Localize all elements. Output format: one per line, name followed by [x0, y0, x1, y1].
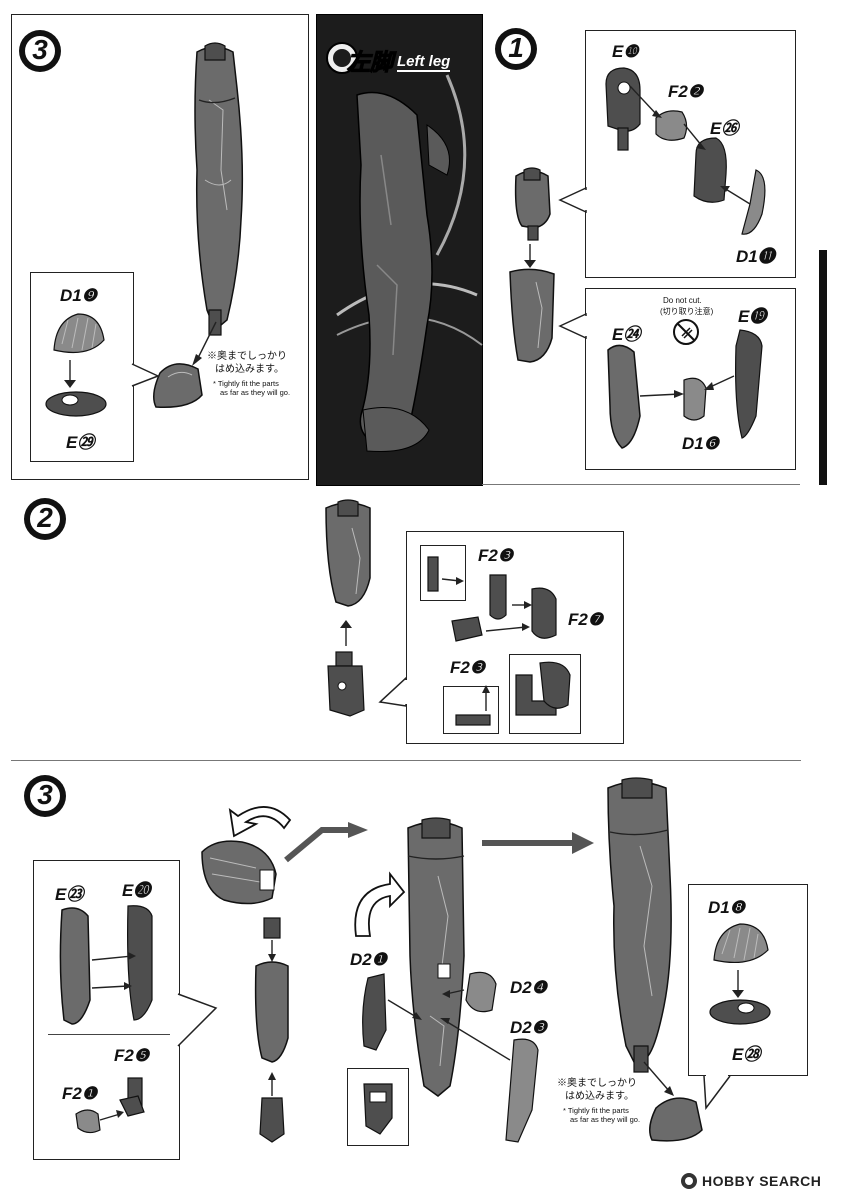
- fit-note-en-2: as far as they will go.: [570, 1115, 641, 1124]
- banner-title-box: 左脚 Left leg: [325, 39, 475, 79]
- callout-pointer: [176, 993, 218, 1047]
- step3-right-callout: [688, 884, 808, 1076]
- thigh-piece: [514, 167, 551, 241]
- step1-b-parts: [607, 329, 763, 449]
- part-code-d2-3: D2❸: [510, 1018, 547, 1037]
- banner-title-jp: 左脚: [347, 49, 394, 76]
- part-code-f2-3a: F2❸: [478, 546, 514, 565]
- shin-piece: [509, 268, 555, 363]
- part-code-e-19: E⓳: [738, 307, 767, 326]
- sole-part: [709, 999, 771, 1025]
- warn-en: Do not cut.: [663, 296, 702, 305]
- toe-cover-part: [53, 313, 105, 353]
- part-code-d2-1: D2❶: [350, 950, 387, 969]
- process-arrow-2: [482, 832, 594, 854]
- step1-a-parts: [605, 67, 766, 235]
- part-code-d1-6: D1❻: [682, 434, 719, 453]
- step3-thigh-assembly: [254, 917, 289, 1143]
- part-code-f2-5: F2❺: [114, 1046, 150, 1065]
- part-code-e-20: E⓴: [122, 881, 151, 900]
- step-number: 3: [32, 34, 48, 65]
- banner-circle-icon: [326, 42, 358, 74]
- step2-parts: [427, 556, 571, 726]
- part-code-e-29: E㉙: [66, 433, 95, 452]
- step3-hip-piece: [201, 840, 277, 905]
- down-arrow: [64, 360, 76, 388]
- step3-left-parts: [59, 905, 153, 1134]
- part-code-f2-1: F2❶: [62, 1084, 98, 1103]
- callout-pointer: [378, 676, 409, 707]
- fit-note-en-1: * Tightly fit the parts: [213, 379, 279, 388]
- step-badge-3: 3: [22, 773, 68, 824]
- step-badge-top-left: 3: [17, 28, 63, 79]
- foot-part: [153, 363, 203, 408]
- fit-note-jp-2: はめ込みます。: [215, 364, 284, 375]
- down-arrow: [524, 244, 536, 268]
- fit-note-en-2: as far as they will go.: [220, 388, 291, 397]
- detail-box-part: [363, 1083, 393, 1135]
- no-cut-icon: [673, 319, 699, 345]
- step3-left-divider: [48, 1034, 170, 1035]
- fit-note-jp-2: はめ込みます。: [565, 1091, 634, 1102]
- step2-knee-joint: [327, 651, 365, 717]
- part-code-d1-9: D1❾: [60, 286, 97, 305]
- insert-arrow: [643, 1061, 674, 1096]
- curve-arrow-2: [354, 871, 406, 937]
- left-leg-banner: 左脚 Left leg: [316, 14, 483, 486]
- fit-note-en-1: * Tightly fit the parts: [563, 1106, 629, 1115]
- step2-thigh: [325, 499, 371, 607]
- step-number: 3: [37, 779, 53, 810]
- step3-foot-part: [649, 1097, 703, 1142]
- part-code-d2-4: D2❹: [510, 978, 547, 997]
- part-code-e-23: E㉓: [55, 885, 84, 904]
- part-code-f2-3b: F2❸: [450, 658, 486, 677]
- part-code-e-26: E㉖: [710, 119, 739, 138]
- divider-middle: [11, 760, 801, 761]
- insert-arrow: [192, 321, 217, 366]
- banner-title-en: Left leg: [397, 53, 451, 72]
- divider-top: [482, 484, 800, 485]
- step3-completed-leg: [607, 777, 672, 1073]
- sole-part: [45, 391, 107, 417]
- step-badge-2: 2: [22, 496, 68, 547]
- step-badge-1: 1: [493, 26, 539, 77]
- process-arrow-1: [284, 822, 368, 863]
- up-arrow: [340, 620, 352, 646]
- down-arrow: [732, 970, 744, 998]
- banner-swoosh: [336, 74, 483, 453]
- callout-pointer: [558, 186, 589, 214]
- step2-detail-box-2: [443, 686, 499, 734]
- part-code-d1-11: D1⓫: [736, 247, 775, 266]
- toe-cover-part: [713, 923, 769, 963]
- curve-arrow-1: [228, 806, 292, 838]
- part-code-e-10: E❿: [612, 42, 639, 61]
- right-border: [819, 250, 827, 485]
- fit-note-jp-1: ※奥までしっかり: [557, 1078, 637, 1089]
- callout-pointer: [703, 1072, 731, 1111]
- part-code-e-28: E㉘: [732, 1045, 761, 1064]
- step-number: 1: [508, 32, 524, 63]
- step3-left-panel: [33, 860, 180, 1160]
- warn-jp: (切り取り注意): [660, 307, 714, 316]
- step3-middle-leg: [407, 817, 465, 1097]
- callout-pointer: [558, 312, 589, 340]
- fit-note-jp-1: ※奥までしっかり: [207, 351, 287, 362]
- callout-pointer: [130, 363, 160, 387]
- part-code-f2-7: F2❼: [568, 610, 604, 629]
- step3-middle-parts: [362, 971, 539, 1143]
- part-code-e-24: E㉔: [612, 325, 641, 344]
- part-code-f2-2: F2❷: [668, 82, 704, 101]
- watermark-text: HOBBY SEARCH: [702, 1173, 822, 1189]
- watermark: HOBBY SEARCH: [680, 1170, 830, 1192]
- step-number: 2: [37, 502, 53, 533]
- leg-assembly-illustration: [194, 42, 244, 336]
- part-code-d1-8: D1❽: [708, 898, 745, 917]
- watermark-logo-icon: [681, 1173, 697, 1189]
